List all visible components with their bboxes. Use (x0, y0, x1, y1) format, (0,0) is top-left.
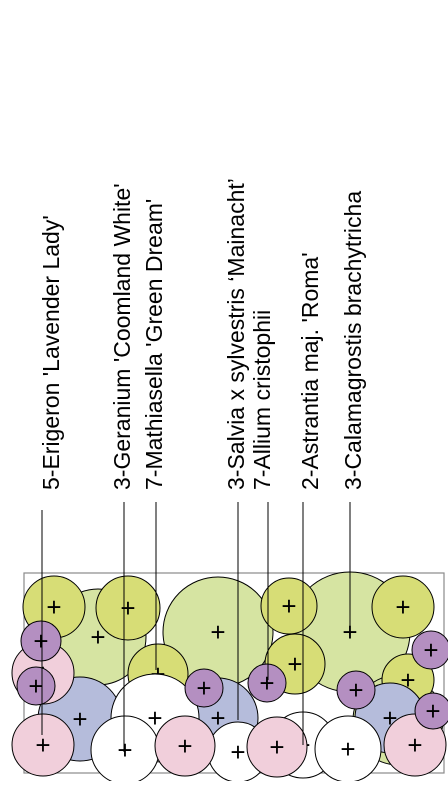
label-astrantia: 2-Astrantia maj. 'Roma' (297, 252, 323, 490)
label-allium: 7-Allium cristophii (249, 310, 275, 490)
plant-layer: +++++++++++++++++++++++++++++++ (11, 571, 448, 785)
plant-allium: + (336, 670, 376, 710)
plant-circle (411, 630, 448, 670)
plant-marker: + (147, 703, 162, 733)
plant-marker: + (210, 703, 225, 733)
plant-circle (414, 692, 448, 730)
plant-erigeron: + (154, 715, 216, 777)
plant-marker: + (72, 704, 87, 734)
plant-mathiasella: + (371, 575, 435, 639)
plant-circle (16, 666, 56, 706)
plant-labels: 5-Erigeron 'Lavender Lady' 3-Geranium 'C… (38, 178, 366, 490)
plant-circle (336, 670, 376, 710)
plant-allium: + (414, 692, 448, 730)
plant-allium: + (411, 630, 448, 670)
label-salvia: 3-Salvia x sylvestris ‘Mainacht’ (223, 178, 249, 490)
plant-erigeron: + (11, 713, 75, 777)
plant-marker: + (281, 591, 296, 621)
plant-circle (11, 713, 75, 777)
plant-marker: + (407, 730, 422, 760)
plant-geranium: + (90, 715, 160, 785)
plant-marker: + (423, 635, 438, 665)
plant-mathiasella: + (95, 575, 161, 641)
plant-mathiasella: + (260, 577, 318, 635)
plant-allium: + (20, 620, 62, 662)
plant-marker: + (230, 737, 245, 767)
plant-marker: + (90, 622, 105, 652)
plant-marker: + (395, 592, 410, 622)
plant-marker: + (120, 593, 135, 623)
plant-marker: + (117, 735, 132, 765)
label-calamagrostis: 3-Calamagrostis brachytricha (340, 191, 366, 490)
plant-circle (371, 575, 435, 639)
plant-circle (20, 620, 62, 662)
plant-marker: + (259, 668, 274, 698)
plant-marker: + (196, 673, 211, 703)
plant-marker: + (35, 730, 50, 760)
plant-geranium: + (314, 715, 382, 783)
plant-circle (246, 716, 308, 778)
plant-marker: + (177, 731, 192, 761)
label-mathiasella: 7-Mathiasella 'Green Dream' (141, 199, 167, 490)
leader-lines (41, 502, 351, 752)
plant-circle (154, 715, 216, 777)
label-erigeron: 5-Erigeron 'Lavender Lady' (38, 215, 64, 490)
plant-erigeron: + (246, 716, 308, 778)
plant-marker: + (28, 671, 43, 701)
plant-marker: + (425, 696, 440, 726)
plant-allium: + (247, 663, 287, 703)
plant-circle (247, 663, 287, 703)
plant-circle (184, 668, 224, 708)
plant-marker: + (348, 675, 363, 705)
plant-marker: + (287, 649, 302, 679)
plant-marker: + (33, 626, 48, 656)
plant-marker: + (269, 732, 284, 762)
plant-marker: + (340, 734, 355, 764)
label-geranium: 3-Geranium 'Coomland White' (109, 183, 135, 490)
plant-allium: + (16, 666, 56, 706)
plant-marker: + (46, 592, 61, 622)
plant-marker: + (210, 617, 225, 647)
plant-circle (95, 575, 161, 641)
plant-allium: + (184, 668, 224, 708)
